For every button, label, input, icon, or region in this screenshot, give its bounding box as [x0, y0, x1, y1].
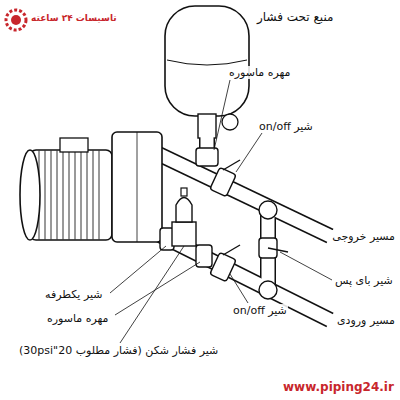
ball-valves: [210, 160, 288, 299]
union-nut-top: [196, 148, 218, 166]
part-name: مهره ماسوره: [46, 312, 110, 325]
logo-hub: [11, 15, 21, 25]
pipe-bodies: [150, 137, 331, 321]
terminal-box: [60, 138, 88, 152]
part-name: شیر فشار شکن (فشار مطلوب 20"30psi): [18, 344, 219, 357]
union-nut-bottom: [196, 245, 212, 267]
prv-body: [172, 222, 196, 246]
part-name: شیر on/off: [232, 304, 288, 317]
part-name: مسیر ورودی: [336, 314, 396, 327]
part-name: شیر بای پس: [334, 274, 394, 287]
part-name: منبع تحت فشار: [256, 10, 334, 24]
pump-head: [112, 132, 162, 242]
motor-body: [30, 150, 112, 240]
pressure-gauge: [222, 114, 238, 130]
part-name: شیر یکطرفه: [44, 288, 104, 301]
logo-gear: [6, 10, 26, 30]
part-name: مهره ماسوره: [228, 66, 292, 79]
prv-dome: [176, 198, 192, 223]
watermark: www.piping24.ir: [282, 380, 395, 394]
leader-lines: [110, 80, 332, 343]
logo-text: تاسیسات ۲۴ ساعته: [30, 13, 118, 24]
pressure-tank: [165, 6, 249, 116]
part-name: شیر on/off: [258, 120, 314, 133]
motor-fan-cover: [20, 150, 40, 240]
motor-fins: [38, 150, 104, 240]
tank-seam: [167, 60, 247, 65]
part-name: مسیر خروجی: [331, 230, 396, 243]
tank-neck: [198, 114, 216, 138]
